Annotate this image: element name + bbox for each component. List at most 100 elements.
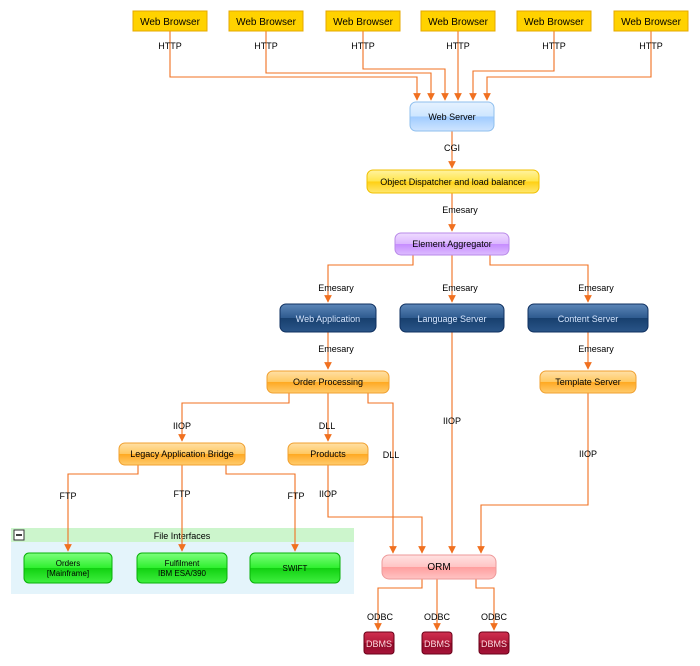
node-orm-box[interactable] xyxy=(381,554,497,580)
node-legacy-application-bridge[interactable]: Legacy Application Bridge xyxy=(118,442,246,466)
node-fulfilment-sublabel: IBM ESA/390 xyxy=(158,569,207,578)
node-swift-label: SWIFT xyxy=(283,564,308,573)
node-web-browser-box[interactable] xyxy=(228,10,304,32)
collapse-toggle[interactable] xyxy=(13,529,25,541)
node-dbms[interactable]: DBMS xyxy=(478,631,510,655)
node-dbms-label: DBMS xyxy=(481,639,507,649)
edge-label-http: HTTP xyxy=(446,41,470,51)
node-dbms-box[interactable] xyxy=(363,631,395,655)
node-swift[interactable]: SWIFT xyxy=(249,552,341,584)
node-web-server-label: Web Server xyxy=(428,112,475,122)
node-web-browser-label: Web Browser xyxy=(236,17,297,28)
node-dbms-box[interactable] xyxy=(421,631,453,655)
node-fulfilment-label: Fulfilment xyxy=(165,559,200,568)
node-web-browser-box[interactable] xyxy=(132,10,208,32)
node-content-server[interactable]: Content Server xyxy=(527,303,649,333)
node-web-browser-box[interactable] xyxy=(420,10,496,32)
node-object-dispatcher-box[interactable] xyxy=(366,169,540,194)
edge-label-http: HTTP xyxy=(639,41,663,51)
node-orders-sublabel: [Mainframe] xyxy=(47,569,89,578)
node-order-processing-box[interactable] xyxy=(266,370,390,394)
node-swift-box[interactable] xyxy=(249,552,341,584)
edge-legacy-orders xyxy=(64,464,139,552)
edge-label-odbc: ODBC xyxy=(367,612,394,622)
edge-label-iiop: IIOP xyxy=(579,449,597,459)
node-orm-label: ORM xyxy=(427,562,450,573)
edge-label-emesary: Emesary xyxy=(442,283,478,293)
node-object-dispatcher[interactable]: Object Dispatcher and load balancer xyxy=(366,169,540,194)
node-element-aggregator[interactable]: Element Aggregator xyxy=(394,232,510,256)
edge-label-iiop: IIOP xyxy=(443,416,461,426)
node-web-server[interactable]: Web Server xyxy=(409,101,495,132)
edge-label-emesary: Emesary xyxy=(318,283,354,293)
edge-label-odbc: ODBC xyxy=(481,612,508,622)
edge-label-ftp: FTP xyxy=(60,491,77,501)
node-dbms[interactable]: DBMS xyxy=(421,631,453,655)
edge-orderproc-orm xyxy=(367,393,397,554)
node-web-browser-label: Web Browser xyxy=(428,17,489,28)
edge-label-emesary: Emesary xyxy=(318,344,354,354)
node-web-browser-box[interactable] xyxy=(516,10,592,32)
node-language-server[interactable]: Language Server xyxy=(399,303,505,333)
edge-aggregator-webapp xyxy=(324,255,414,303)
node-content-server-label: Content Server xyxy=(558,314,619,324)
edge-legacy-swift xyxy=(225,464,299,552)
edge-wb1-webserver xyxy=(169,31,421,101)
edge-label-http: HTTP xyxy=(351,41,375,51)
node-web-browser[interactable]: Web Browser xyxy=(420,10,496,32)
node-web-browser[interactable]: Web Browser xyxy=(613,10,689,32)
node-web-browser[interactable]: Web Browser xyxy=(516,10,592,32)
node-legacy-application-bridge-box[interactable] xyxy=(118,442,246,466)
node-products[interactable]: Products xyxy=(287,442,369,466)
node-web-browser[interactable]: Web Browser xyxy=(228,10,304,32)
node-order-processing[interactable]: Order Processing xyxy=(266,370,390,394)
edge-orm-dbms3 xyxy=(475,578,498,631)
node-template-server[interactable]: Template Server xyxy=(539,370,637,394)
edge-orderproc-legacybridge xyxy=(178,393,290,442)
node-content-server-box[interactable] xyxy=(527,303,649,333)
node-template-server-label: Template Server xyxy=(555,377,621,387)
node-products-label: Products xyxy=(310,449,346,459)
node-orders-box[interactable] xyxy=(23,552,113,584)
node-language-server-box[interactable] xyxy=(399,303,505,333)
edge-label-iiop: IIOP xyxy=(319,489,337,499)
node-web-browser-label: Web Browser xyxy=(333,17,394,28)
edge-products-orm xyxy=(327,464,426,554)
node-web-application-label: Web Application xyxy=(296,314,360,324)
node-web-server-box[interactable] xyxy=(409,101,495,132)
edge-label-odbc: ODBC xyxy=(424,612,451,622)
edge-label-ftp: FTP xyxy=(174,489,191,499)
node-web-browser[interactable]: Web Browser xyxy=(132,10,208,32)
edge-label-http: HTTP xyxy=(542,41,566,51)
node-orders[interactable]: Orders [Mainframe] xyxy=(23,552,113,584)
node-fulfilment-box[interactable] xyxy=(136,552,228,584)
node-web-application-box[interactable] xyxy=(279,303,377,333)
node-order-processing-label: Order Processing xyxy=(293,377,363,387)
node-orm[interactable]: ORM xyxy=(381,554,497,580)
edge-templateserver-orm xyxy=(477,393,589,554)
node-language-server-label: Language Server xyxy=(417,314,486,324)
edge-aggregator-contentserver xyxy=(489,255,592,303)
node-dbms-label: DBMS xyxy=(424,639,450,649)
edge-label-dll: DLL xyxy=(383,450,400,460)
node-dbms-box[interactable] xyxy=(478,631,510,655)
browser-nodes: Web Browser Web Browser Web Browser Web … xyxy=(132,10,689,32)
node-web-browser-box[interactable] xyxy=(613,10,689,32)
node-web-browser-box[interactable] xyxy=(325,10,401,32)
edge-orm-dbms1 xyxy=(374,578,423,631)
edge-wb6-webserver xyxy=(483,31,652,101)
edge-label-iiop: IIOP xyxy=(173,421,191,431)
node-dbms-label: DBMS xyxy=(366,639,392,649)
node-web-browser[interactable]: Web Browser xyxy=(325,10,401,32)
edge-wb5-webserver xyxy=(469,31,555,101)
node-dbms[interactable]: DBMS xyxy=(363,631,395,655)
node-products-box[interactable] xyxy=(287,442,369,466)
node-template-server-box[interactable] xyxy=(539,370,637,394)
edge-label-ftp: FTP xyxy=(288,491,305,501)
node-web-browser-label: Web Browser xyxy=(140,17,201,28)
node-fulfilment[interactable]: Fulfilment IBM ESA/390 xyxy=(136,552,228,584)
edge-label-dll: DLL xyxy=(319,421,336,431)
node-element-aggregator-box[interactable] xyxy=(394,232,510,256)
node-web-application[interactable]: Web Application xyxy=(279,303,377,333)
